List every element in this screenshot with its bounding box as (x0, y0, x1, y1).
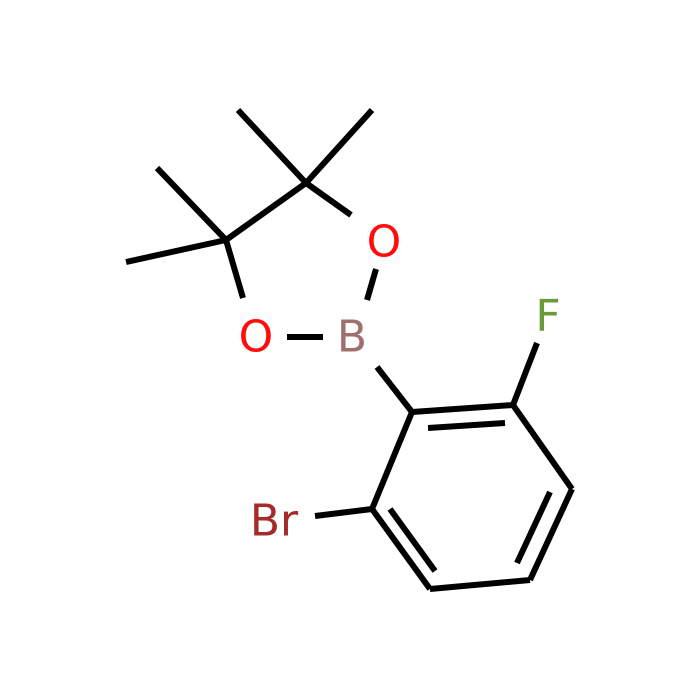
bond-c-br (314, 506, 373, 519)
bonds (125, 107, 575, 592)
bond-c-o-left (223, 239, 246, 299)
bond-methyl-4 (125, 237, 227, 265)
bond-b-phenyl (374, 365, 415, 414)
bond-c-f (510, 341, 540, 407)
atom-label-oxygen-top: O (367, 217, 402, 268)
bond-c-o-top (304, 180, 353, 218)
bond-ring-1 (411, 402, 514, 415)
bond-methyl-1 (235, 107, 309, 186)
atom-label-boron: B (337, 312, 367, 363)
bond-ring-3 (527, 487, 575, 582)
bond-ring-1-inner (427, 420, 506, 431)
bond-ring-6 (369, 410, 415, 511)
atom-label-bromine: Br (250, 496, 299, 547)
atom-label-oxygen-left: O (239, 312, 274, 363)
bond-ring-3-inner (514, 490, 553, 565)
bond-ring-4 (429, 577, 531, 592)
bond-c-c-ring (224, 180, 308, 243)
bond-ring-5-inner (387, 507, 438, 573)
bond-o-b-top (364, 268, 379, 301)
atom-labels: O O B F Br (239, 217, 561, 547)
atom-label-fluorine: F (535, 291, 560, 342)
bond-ring-5 (369, 507, 433, 591)
bond-ring-2 (510, 403, 575, 491)
bond-methyl-3 (154, 165, 229, 243)
bond-methyl-2 (303, 107, 375, 186)
